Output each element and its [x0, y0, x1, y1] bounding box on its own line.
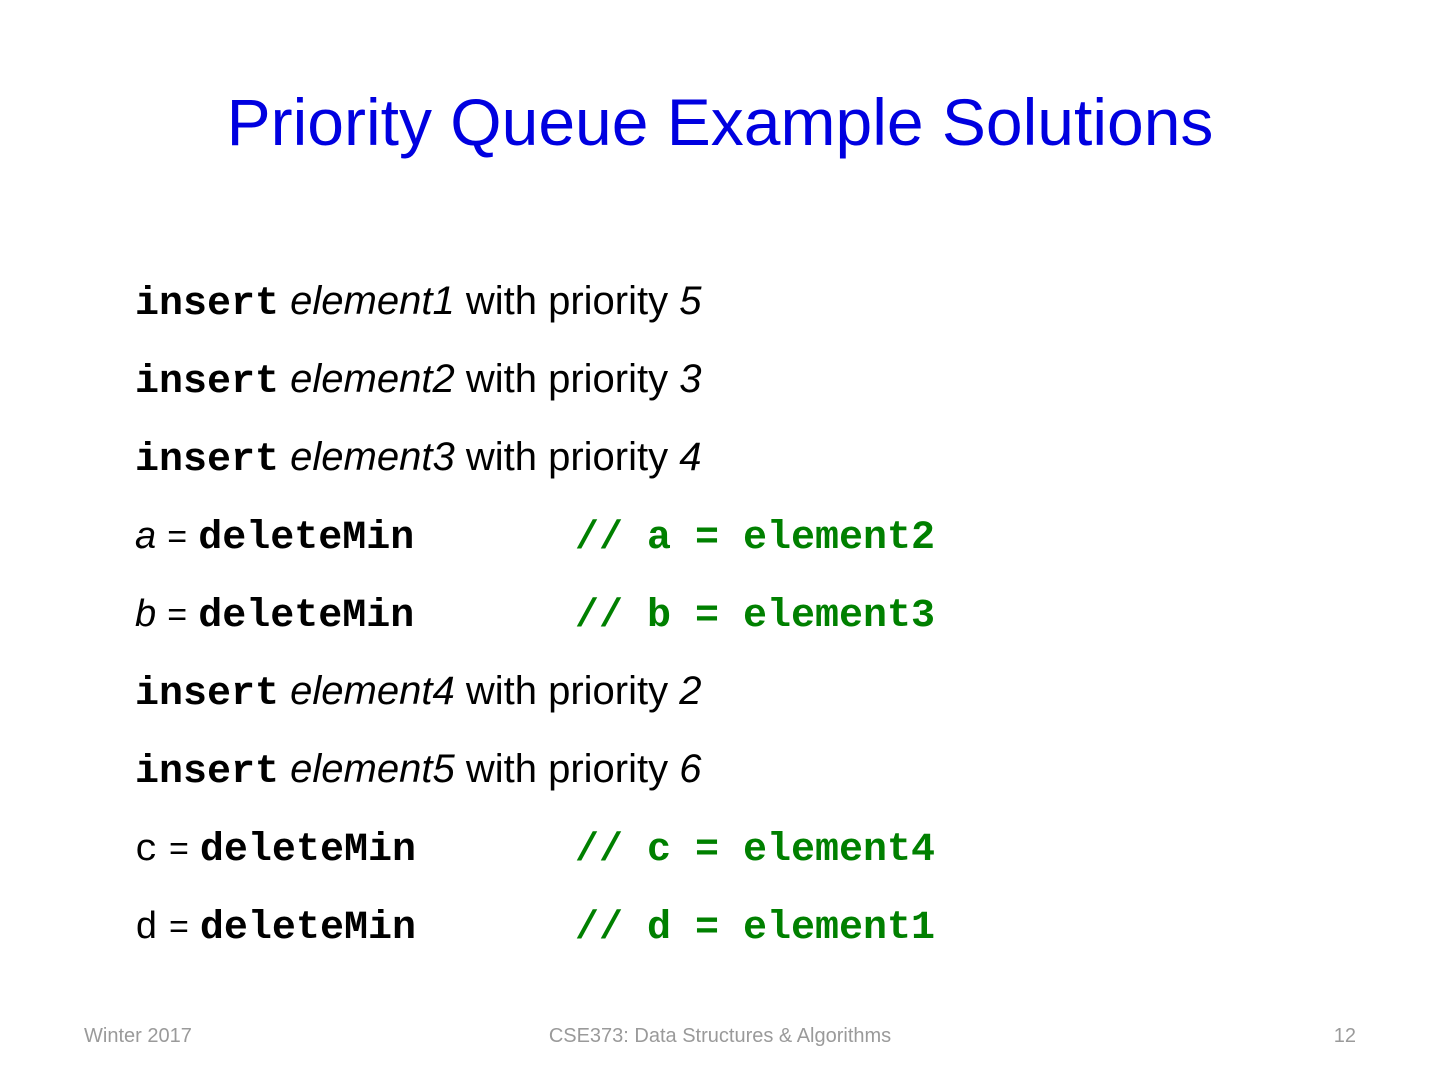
- code-line: insert element4 with priority 2: [135, 652, 1315, 730]
- keyword-insert: insert: [135, 672, 280, 717]
- element-name: element2: [290, 357, 455, 401]
- insert-statement: insert element3 with priority 4: [135, 435, 702, 483]
- keyword-deletemin: deleteMin: [198, 594, 415, 639]
- code-comment: // a = element2: [575, 516, 936, 561]
- insert-statement: insert element5 with priority 6: [135, 747, 702, 795]
- assignment-lhs: d = deleteMin: [135, 886, 575, 968]
- keyword-insert: insert: [135, 282, 280, 327]
- priority-value: 2: [679, 669, 702, 713]
- comment-cell: // d = element1: [575, 886, 935, 968]
- slide-footer: Winter 2017 CSE373: Data Structures & Al…: [0, 1022, 1440, 1050]
- priority-value: 3: [679, 357, 702, 401]
- priority-value: 6: [679, 747, 702, 791]
- element-name: element1: [290, 279, 455, 323]
- equals-sign: =: [168, 830, 189, 868]
- assignment-statement: d = deleteMin// d = element1: [135, 886, 1315, 968]
- keyword-insert: insert: [135, 360, 280, 405]
- code-line: insert element3 with priority 4: [135, 418, 1315, 496]
- comment-cell: // c = element4: [575, 808, 935, 890]
- keyword-deletemin: deleteMin: [199, 906, 416, 951]
- code-line: a = deleteMin // a = element2: [135, 496, 1315, 574]
- priority-value: 5: [679, 279, 702, 323]
- comment-cell: // b = element3: [575, 574, 935, 656]
- footer-course: CSE373: Data Structures & Algorithms: [548, 1024, 892, 1047]
- insert-statement: insert element4 with priority 2: [135, 669, 702, 717]
- assignment-statement: a = deleteMin// a = element2: [135, 496, 1315, 578]
- insert-statement: insert element2 with priority 3: [135, 357, 702, 405]
- assignment-lhs: b = deleteMin: [135, 574, 575, 656]
- equals-sign: =: [167, 518, 188, 556]
- assignment-lhs: a = deleteMin: [135, 496, 575, 578]
- footer-page-number: 12: [1333, 1024, 1356, 1047]
- variable-name: a: [135, 515, 157, 557]
- page-title: Priority Queue Example Solutions: [226, 85, 1214, 159]
- assignment-lhs: c = deleteMin: [135, 808, 575, 890]
- with-priority-text: with priority: [465, 435, 669, 479]
- assignment-statement: c = deleteMin// c = element4: [135, 808, 1315, 890]
- footer-term: Winter 2017: [84, 1024, 192, 1047]
- code-line: c = deleteMin // c = element4: [135, 808, 1315, 886]
- code-line: insert element1 with priority 5: [135, 262, 1315, 340]
- code-comment: // b = element3: [575, 594, 936, 639]
- equals-sign: =: [167, 596, 188, 634]
- element-name: element5: [290, 747, 455, 791]
- priority-value: 4: [679, 435, 702, 479]
- with-priority-text: with priority: [465, 279, 669, 323]
- keyword-deletemin: deleteMin: [198, 516, 415, 561]
- element-name: element4: [290, 669, 455, 713]
- keyword-deletemin: deleteMin: [199, 828, 416, 873]
- with-priority-text: with priority: [465, 669, 669, 713]
- code-line: insert element2 with priority 3: [135, 340, 1315, 418]
- keyword-insert: insert: [135, 750, 280, 795]
- code-line: b = deleteMin // b = element3: [135, 574, 1315, 652]
- variable-name: c: [135, 829, 158, 872]
- variable-name: d: [135, 907, 158, 950]
- with-priority-text: with priority: [465, 357, 669, 401]
- code-line: d = deleteMin // d = element1: [135, 886, 1315, 964]
- keyword-insert: insert: [135, 438, 280, 483]
- insert-statement: insert element1 with priority 5: [135, 279, 702, 327]
- code-comment: // d = element1: [575, 906, 936, 951]
- equals-sign: =: [168, 908, 189, 946]
- code-comment: // c = element4: [575, 828, 936, 873]
- with-priority-text: with priority: [465, 747, 669, 791]
- assignment-statement: b = deleteMin// b = element3: [135, 574, 1315, 656]
- element-name: element3: [290, 435, 455, 479]
- comment-cell: // a = element2: [575, 496, 935, 578]
- code-line: insert element5 with priority 6: [135, 730, 1315, 808]
- variable-name: b: [135, 593, 157, 635]
